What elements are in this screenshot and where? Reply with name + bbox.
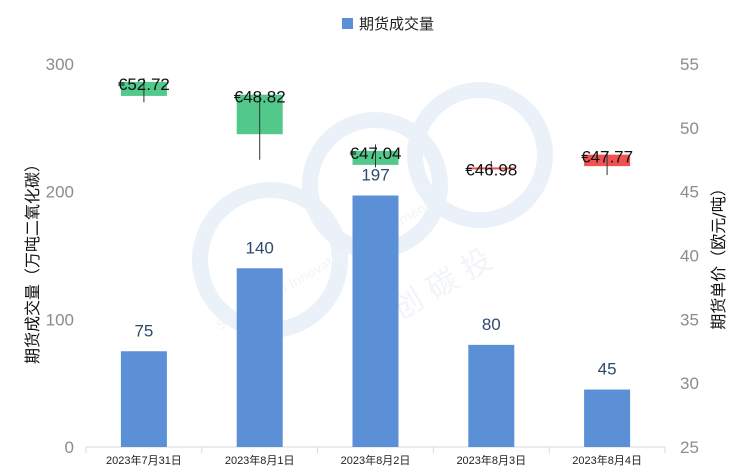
bar	[120, 351, 167, 447]
bar	[468, 344, 515, 447]
price-data-label: €46.98	[465, 160, 517, 179]
x-tick-label: 2023年7月31日	[106, 453, 182, 467]
price-candles	[120, 78, 631, 176]
y-tick-left: 0	[65, 438, 74, 457]
y-tick-right: 50	[680, 119, 699, 138]
legend-label: 期货成交量	[359, 15, 434, 33]
y-tick-left: 300	[46, 55, 74, 74]
bar-data-label: 197	[361, 165, 389, 184]
price-data-label: €47.04	[350, 144, 402, 163]
x-tick-label: 2023年8月2日	[341, 453, 411, 467]
bar	[236, 268, 283, 447]
x-tick-label: 2023年8月3日	[456, 453, 526, 467]
price-data-label: €52.72	[118, 75, 170, 94]
bar-series	[120, 195, 631, 447]
y-axis-left: 0 100 200 300	[46, 55, 74, 457]
y-tick-left: 100	[46, 310, 74, 329]
legend: 期货成交量	[342, 15, 434, 33]
y-tick-right: 40	[680, 247, 699, 266]
y-tick-left: 200	[46, 183, 74, 202]
y-axis-right-title: 期货单价（欧元/吨）	[709, 180, 728, 329]
y-tick-right: 35	[680, 310, 699, 329]
data-labels: 75 140 197 80 45 €52.72 €48.82 €47.04 €46.98 €47.…	[118, 75, 633, 379]
bar	[352, 195, 399, 447]
y-tick-right: 55	[680, 55, 699, 74]
price-data-label: €47.77	[581, 148, 633, 167]
bar-data-label: 80	[482, 315, 501, 334]
y-tick-right: 45	[680, 183, 699, 202]
legend-swatch	[342, 18, 353, 29]
bar-data-label: 75	[134, 321, 153, 340]
y-axis-left-title: 期货成交量（万吨二氧化碳）	[23, 156, 42, 364]
y-axis-right: 25 30 35 40 45 50 55	[680, 55, 699, 457]
bar-data-label: 45	[598, 360, 617, 379]
y-tick-right: 25	[680, 438, 699, 457]
bar-data-label: 140	[246, 238, 274, 257]
x-tick-label: 2023年8月4日	[572, 453, 642, 467]
x-tick-label: 2023年8月1日	[225, 453, 295, 467]
price-data-label: €48.82	[234, 88, 286, 107]
bar	[584, 389, 631, 447]
y-tick-right: 30	[680, 374, 699, 393]
x-axis: 2023年7月31日 2023年8月1日 2023年8月2日 2023年8月3日 202…	[85, 447, 666, 467]
